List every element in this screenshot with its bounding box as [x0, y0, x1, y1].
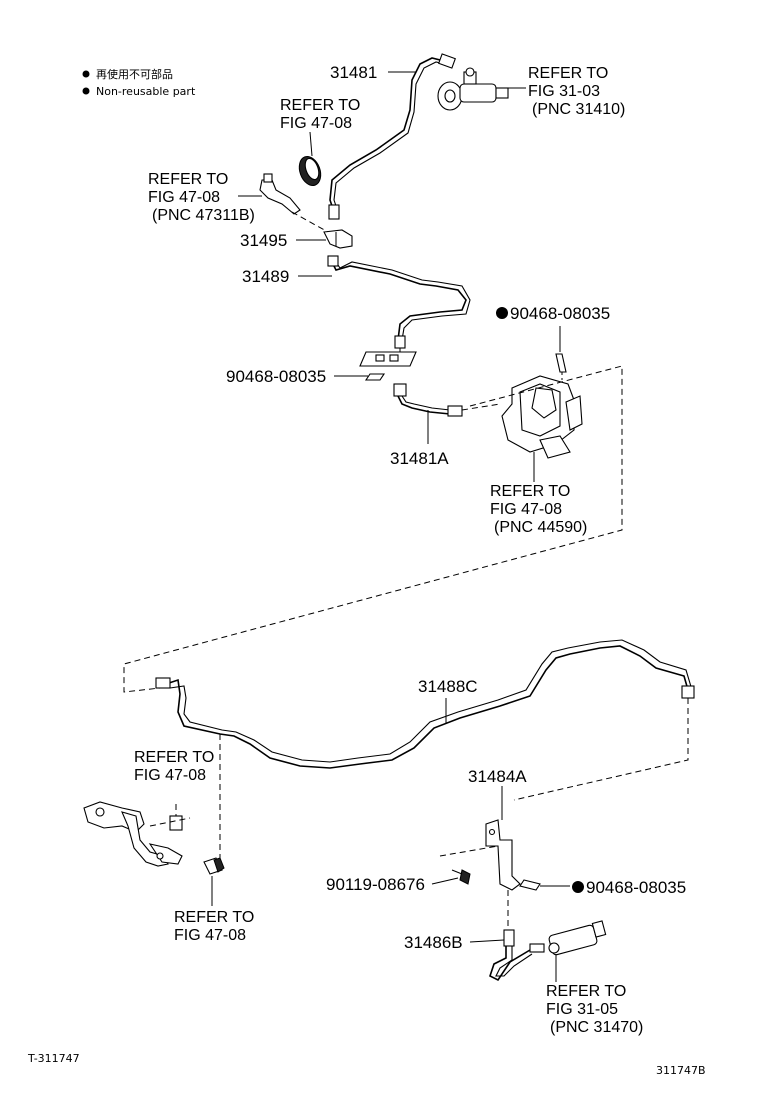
legend-line-1: 再使用不可部品 [96, 67, 173, 81]
part-31484a: 31484A [468, 767, 527, 786]
legend: 再使用不可部品 Non-reusable part [82, 67, 196, 98]
svg-text:FIG 47-08: FIG 47-08 [134, 767, 206, 784]
bracket-47311b [259, 173, 301, 215]
non-reusable-marker-icon [82, 70, 90, 78]
svg-text:(PNC 44590): (PNC 44590) [494, 519, 587, 536]
clutch-master-cylinder [437, 67, 509, 111]
svg-text:(PNC 31410): (PNC 31410) [532, 101, 625, 118]
part-90468-08035-upper-left: 90468-08035 [226, 367, 326, 386]
non-reusable-marker-icon [496, 307, 508, 319]
non-reusable-marker-icon [572, 881, 584, 893]
clip-90468-right [555, 353, 567, 373]
part-90119-08676: 90119-08676 [326, 875, 425, 894]
svg-text:REFER TO: REFER TO [148, 171, 228, 188]
svg-text:(PNC 31470): (PNC 31470) [550, 1019, 643, 1036]
pipe-31488c [155, 639, 695, 769]
svg-text:REFER TO: REFER TO [546, 983, 626, 1000]
ref-fig-31-05-pnc-31470: REFER TO FIG 31-05 (PNC 31470) [546, 983, 643, 1036]
bracket-44590 [501, 375, 583, 459]
ref-fig-31-03-pnc-31410: REFER TO FIG 31-03 (PNC 31410) [528, 65, 625, 118]
ref-fig-47-08-left-upper: REFER TO FIG 47-08 [134, 749, 214, 784]
clip-90468-left [364, 373, 386, 381]
clip-plate [359, 351, 417, 367]
grommet [298, 155, 322, 187]
ref-fig-47-08-pnc-47311b: REFER TO FIG 47-08 (PNC 47311B) [148, 171, 255, 224]
part-90468-08035-lower: 90468-08035 [586, 878, 686, 897]
svg-text:(PNC 47311B): (PNC 47311B) [152, 207, 255, 224]
ref-fig-47-08-left-lower: REFER TO FIG 47-08 [174, 909, 254, 944]
footer-figure-code: 311747B [656, 1064, 706, 1077]
ref-fig-47-08-pnc-44590: REFER TO FIG 47-08 (PNC 44590) [490, 483, 587, 536]
bracket-left-47-08 [83, 801, 183, 867]
bolt-90119 [451, 869, 471, 885]
svg-text:REFER TO: REFER TO [280, 97, 360, 114]
part-31488c: 31488C [418, 677, 478, 696]
hose-31481a [393, 383, 463, 417]
legend-line-2: Non-reusable part [96, 85, 196, 98]
clamp-31495 [323, 229, 353, 249]
part-31481a: 31481A [390, 449, 449, 468]
svg-text:FIG 31-05: FIG 31-05 [546, 1001, 618, 1018]
clip-90468-lower [519, 879, 541, 891]
svg-text:FIG 47-08: FIG 47-08 [490, 501, 562, 518]
part-31481: 31481 [330, 63, 377, 82]
svg-text:REFER TO: REFER TO [490, 483, 570, 500]
clip-left-upper [169, 815, 183, 831]
release-cylinder [529, 920, 607, 956]
bracket-31484a [485, 819, 521, 891]
svg-text:REFER TO: REFER TO [174, 909, 254, 926]
svg-text:REFER TO: REFER TO [134, 749, 214, 766]
svg-text:REFER TO: REFER TO [528, 65, 608, 82]
svg-text:FIG 47-08: FIG 47-08 [148, 189, 220, 206]
clip-left-lower [203, 857, 225, 875]
svg-text:FIG 47-08: FIG 47-08 [280, 115, 352, 132]
pipe-31489 [327, 255, 471, 349]
svg-text:FIG 31-03: FIG 31-03 [528, 83, 600, 100]
part-31489: 31489 [242, 267, 289, 286]
part-31486b: 31486B [404, 933, 463, 952]
ref-fig-47-08-grommet: REFER TO FIG 47-08 [280, 97, 360, 132]
hose-31486b [489, 929, 533, 982]
part-90468-08035-upper-right: 90468-08035 [510, 304, 610, 323]
pipe-31481 [328, 53, 456, 220]
footer-illustration-id: T-311747 [27, 1052, 80, 1065]
part-31495: 31495 [240, 231, 287, 250]
non-reusable-marker-icon [82, 87, 90, 95]
svg-text:FIG 47-08: FIG 47-08 [174, 927, 246, 944]
